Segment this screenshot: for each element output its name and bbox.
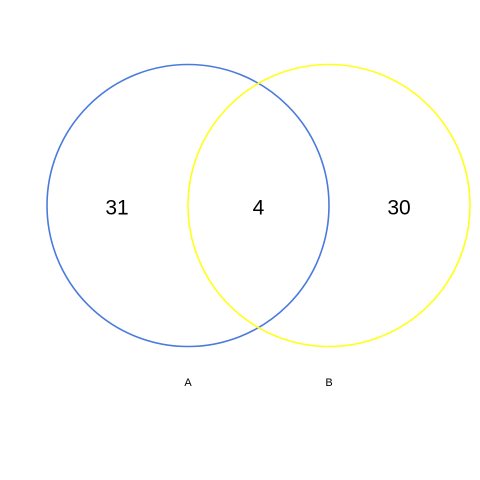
set-a-circle (46, 63, 330, 348)
intersection-count: 4 (253, 197, 265, 220)
set-b-label: B (325, 377, 332, 389)
a-only-count: 31 (105, 197, 128, 220)
set-b-circle (187, 63, 471, 348)
set-a-label: A (184, 377, 192, 389)
b-only-count: 30 (387, 197, 410, 220)
